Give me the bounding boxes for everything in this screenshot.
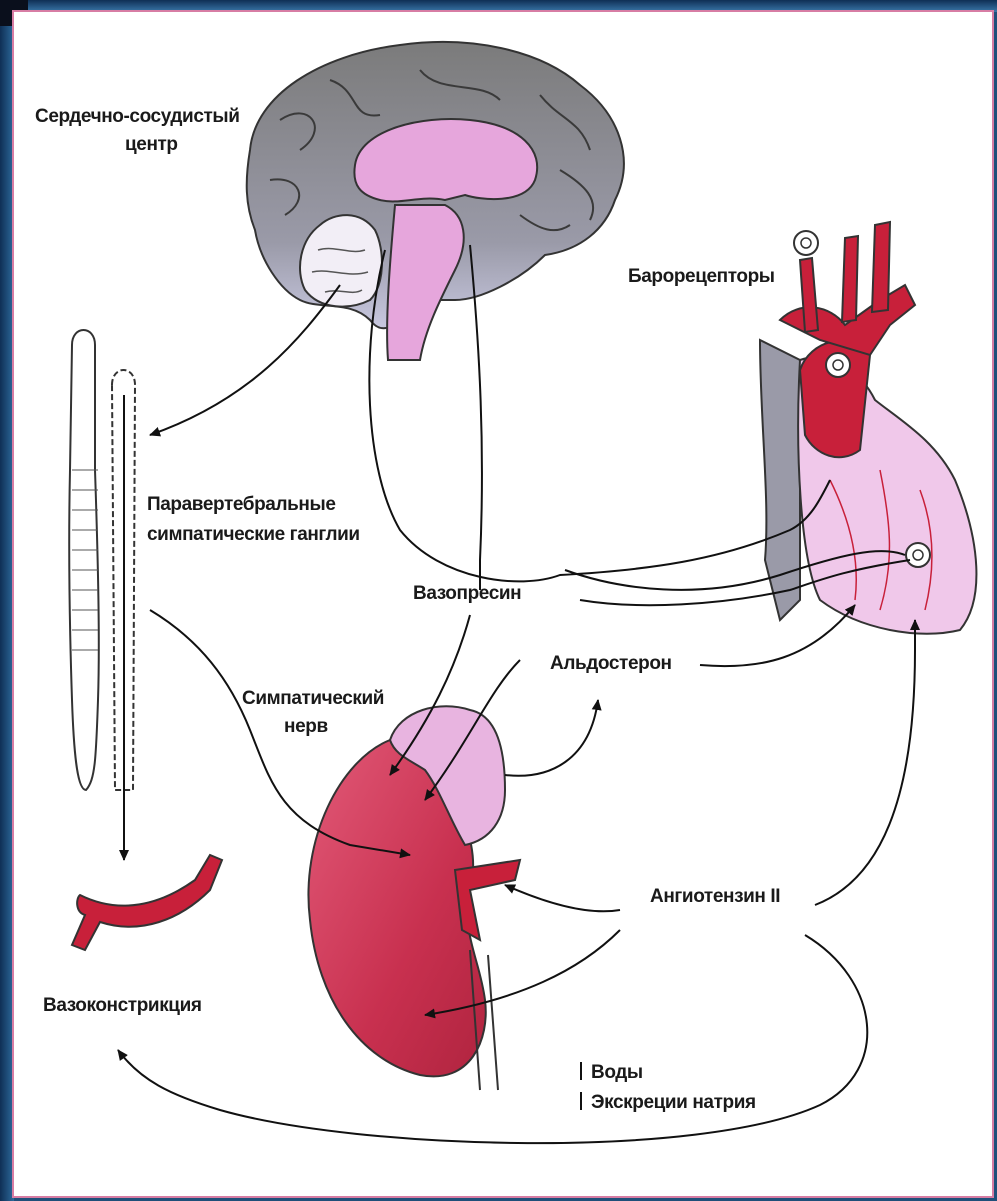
vasoconstriction-label: Вазоконстрикция <box>43 993 202 1018</box>
spinal-cord <box>69 330 99 790</box>
sympathetic-nerve-label-line1: Симпатический <box>242 686 384 711</box>
angiotensin-label: Ангиотензин II <box>650 884 780 909</box>
cardiovascular-center-label-line2: центр <box>125 132 178 157</box>
vasopressin-label: Вазопресин <box>413 581 521 606</box>
paravertebral-ganglia-label-line1: Паравертебральные <box>147 492 336 517</box>
brain <box>247 42 624 360</box>
sympathetic-ganglia-chain <box>112 370 135 860</box>
paravertebral-ganglia-label-line2: симпатические ганглии <box>147 522 360 547</box>
blood-vessel <box>72 855 222 950</box>
heart <box>760 222 976 634</box>
cardiovascular-center-label-line1: Сердечно-сосудистый <box>35 104 240 129</box>
sodium-excretion-label: Экскреции натрия <box>591 1090 756 1115</box>
water-label: Воды <box>591 1060 643 1085</box>
sympathetic-nerve-label-line2: нерв <box>284 714 328 739</box>
baroreceptors-label: Барорецепторы <box>628 264 775 289</box>
aldosterone-label: Альдостерон <box>550 651 672 676</box>
